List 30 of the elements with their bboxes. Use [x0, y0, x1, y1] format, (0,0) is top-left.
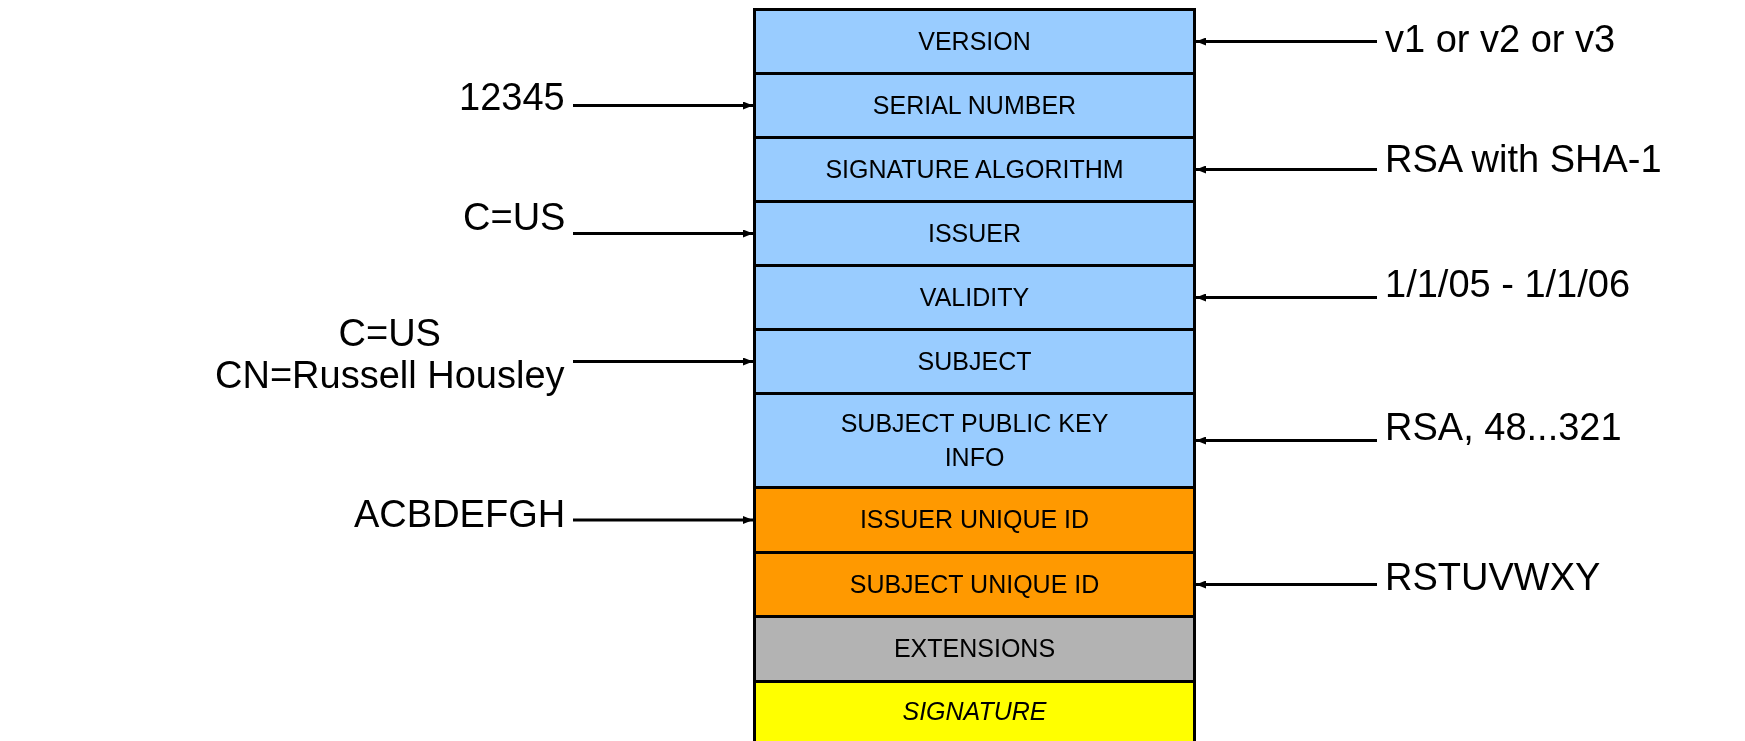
field-row: ISSUER UNIQUE ID [753, 486, 1196, 554]
field-row: SIGNATURE [753, 680, 1196, 741]
field-row: ISSUER [753, 200, 1196, 267]
arrow [573, 357, 753, 366]
value-label: ACBDEFGH [354, 494, 566, 536]
field-row: SUBJECT PUBLIC KEY INFO [753, 392, 1196, 489]
field-row: SUBJECT UNIQUE ID [753, 551, 1196, 618]
arrow [1196, 165, 1377, 174]
value-label: RSA with SHA-1 [1385, 139, 1662, 181]
field-row: EXTENSIONS [753, 615, 1196, 683]
arrow [573, 229, 753, 238]
arrow [1196, 436, 1377, 445]
field-row: VALIDITY [753, 264, 1196, 331]
value-label: CN=Russell Housley [215, 354, 565, 397]
arrow [1196, 580, 1377, 589]
value-label: 12345 [459, 77, 565, 119]
value-label: C=US [463, 197, 566, 239]
value-label: RSA, 48...321 [1385, 407, 1622, 449]
field-row: SIGNATURE ALGORITHM [753, 136, 1196, 203]
field-row: SUBJECT [753, 328, 1196, 395]
value-label: RSTUVWXY [1385, 557, 1601, 599]
arrow [573, 101, 753, 110]
value-label: C=US [337, 313, 442, 355]
value-label: 1/1/05 - 1/1/06 [1385, 264, 1631, 306]
field-row: SERIAL NUMBER [753, 72, 1196, 139]
value-label: v1 or v2 or v3 [1385, 19, 1616, 61]
arrow [1196, 37, 1377, 46]
field-row: VERSION [753, 8, 1196, 75]
arrow [573, 516, 753, 524]
arrow [1196, 293, 1377, 302]
